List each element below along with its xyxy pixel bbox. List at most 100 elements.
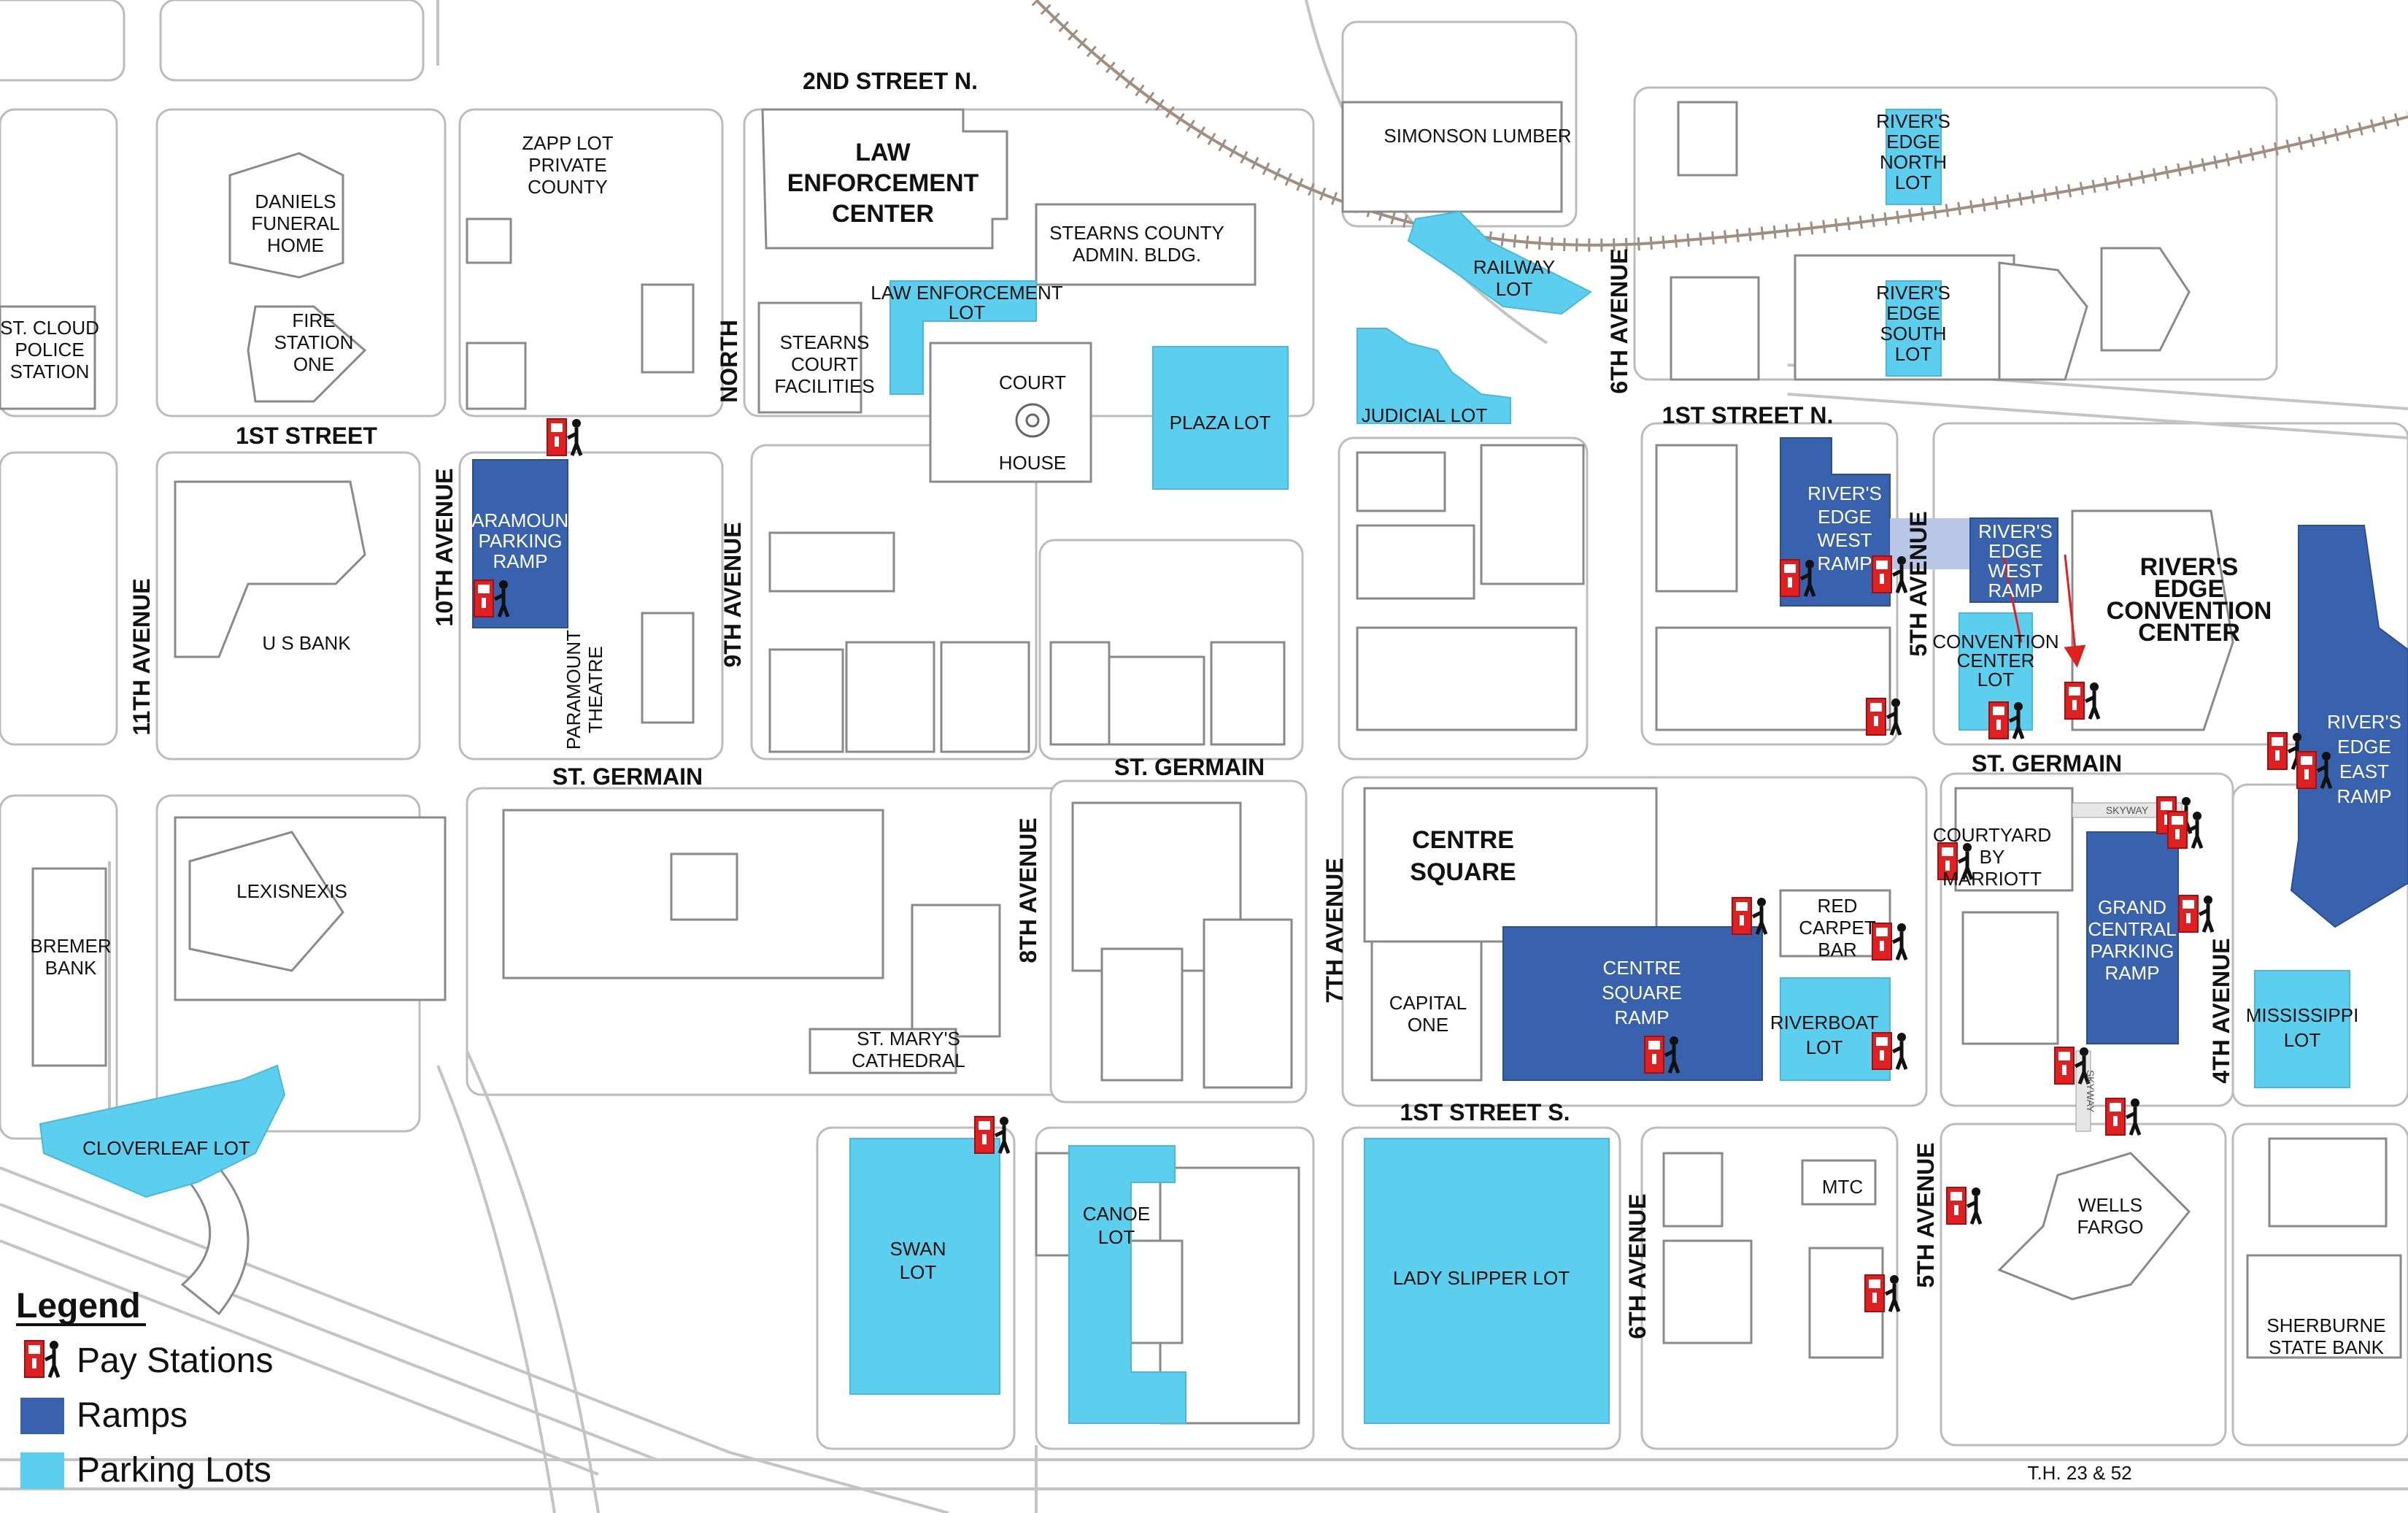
street-10th-ave: 10TH AVENUE: [431, 469, 458, 627]
rivers-edge-west-ramp-2: [1969, 517, 2058, 603]
legend-title: Legend: [16, 1287, 141, 1325]
judicial-lot: [1357, 328, 1511, 424]
grand-central-parking-ramp: [2086, 831, 2179, 1044]
street-7th-ave: 7TH AVENUE: [1321, 858, 1348, 1003]
canoe-lot: [1068, 1145, 1186, 1424]
legend: Legend Pay Stations Ramps Parking Lots: [16, 1287, 273, 1490]
street-6th-ave-s: 6TH AVENUE: [1624, 1193, 1651, 1339]
skyways: [2072, 802, 2183, 1132]
label-mtc: MTC: [1822, 1176, 1863, 1198]
pay-station-icon: [1872, 556, 1906, 593]
plaza-lot: [1152, 346, 1289, 490]
street-1st: 1ST STREET: [236, 423, 377, 449]
label-plaza-lot: PLAZA LOT: [1170, 412, 1271, 434]
street-labels: 2ND STREET N. 1ST STREET 1ST STREET N. 1…: [128, 68, 2234, 1484]
pay-station-icon: [1872, 923, 1906, 960]
pay-station-icon: [474, 580, 508, 617]
label-skyway-1: SKYWAY: [2106, 804, 2149, 816]
legend-ramp-swatch: [20, 1398, 64, 1434]
pay-station-icon: [2168, 812, 2201, 848]
label-cloverleaf-lot: CLOVERLEAF LOT: [82, 1137, 250, 1159]
street-5th-ave-n: 5TH AVENUE: [1905, 511, 1932, 656]
street-6th-ave-n: 6TH AVENUE: [1606, 248, 1632, 393]
label-judicial-lot: JUDICIAL LOT: [1362, 404, 1488, 426]
pay-station-icon: [1780, 560, 1814, 596]
swan-lot: [849, 1138, 1000, 1395]
pay-station-icon: [547, 419, 581, 455]
pay-station-icon: [1872, 1033, 1906, 1069]
pay-stations: [474, 419, 2331, 1312]
label-paramount-theatre: PARAMOUNTTHEATRE: [563, 630, 606, 750]
rivers-edge-north-lot: [1886, 109, 1942, 205]
label-lady-slipper-lot: LADY SLIPPER LOT: [1393, 1267, 1570, 1289]
legend-pay-stations: Pay Stations: [77, 1341, 273, 1380]
law-enforcement-lot: [890, 280, 1037, 395]
pay-station-icon: [2297, 752, 2331, 788]
pay-station-icon: [2179, 896, 2212, 932]
rivers-edge-east-ramp: [2290, 525, 2408, 928]
legend-ramps: Ramps: [77, 1396, 188, 1435]
label-lexisnexis: LEXISNEXIS: [236, 880, 347, 902]
highway-label: T.H. 23 & 52: [2027, 1462, 2131, 1484]
pay-station-icon: [1867, 698, 1900, 735]
label-us-bank: U S BANK: [262, 632, 351, 654]
lady-slipper-lot: [1364, 1138, 1610, 1424]
street-st-germain-2: ST. GERMAIN: [1114, 754, 1265, 780]
pay-station-icon: [1865, 1275, 1899, 1312]
street-5th-ave-s: 5TH AVENUE: [1913, 1142, 1939, 1287]
pay-station-icon: [1989, 702, 2023, 739]
cloverleaf-lot: [39, 1064, 286, 1198]
street-1st-s: 1ST STREET S.: [1400, 1099, 1570, 1125]
pay-station-icon: [25, 1341, 58, 1377]
street-11th-ave: 11TH AVENUE: [128, 578, 155, 735]
buildings: [0, 101, 2402, 1425]
street-8th-ave: 8TH AVENUE: [1015, 817, 1041, 963]
pay-station-icon: [2055, 1047, 2088, 1084]
label-simonson: SIMONSON LUMBER: [1384, 125, 1571, 147]
rivers-edge-south-lot: [1886, 280, 1942, 377]
pay-station-icon: [1947, 1187, 1980, 1224]
pay-station-icon: [975, 1117, 1008, 1153]
street-2nd-n: 2ND STREET N.: [803, 68, 978, 94]
railway-track: [1031, 0, 2408, 252]
street-st-germain-3: ST. GERMAIN: [1972, 750, 2122, 777]
label-skyway-2: SKYWAY: [2085, 1070, 2096, 1113]
pay-station-icon: [1645, 1036, 1678, 1073]
pay-station-icon: [1732, 898, 1766, 934]
street-north: NORTH: [716, 320, 742, 403]
street-9th-ave: 9TH AVENUE: [719, 522, 746, 667]
pay-station-icon: [2065, 682, 2099, 719]
